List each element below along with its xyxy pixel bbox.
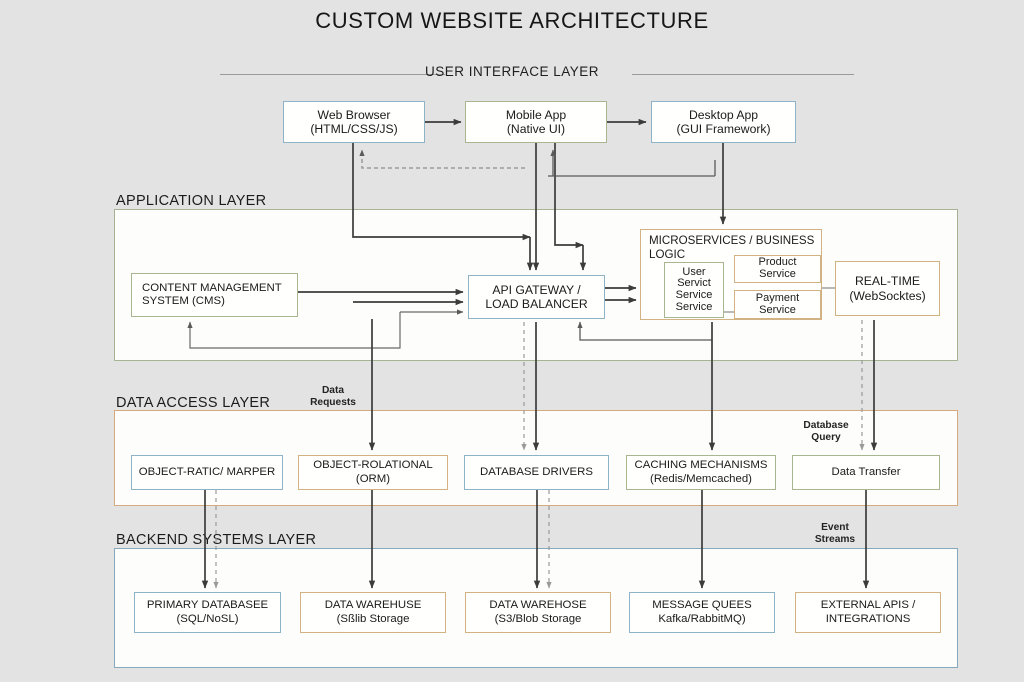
node-data-transfer[interactable]: Data Transfer (792, 455, 940, 490)
node-web-browser-line2: (HTML/CSS/JS) (310, 122, 398, 136)
node-desktop-app-line2: (GUI Framework) (676, 122, 771, 136)
node-realtime[interactable]: REAL-TIME (WebSocktes) (835, 261, 940, 316)
edge-label-event-streams: Event Streams (800, 522, 870, 545)
node-product-service[interactable]: Product Service (734, 255, 821, 283)
edge-label-data-requests: Data Requests (300, 385, 366, 408)
edge-label-data-requests-line2: Requests (310, 396, 356, 408)
node-external-apis-line1: EXTERNAL APIS / (820, 599, 916, 612)
ui-layer-rule-right (632, 74, 854, 75)
node-payment-service-line1: Payment (755, 291, 800, 304)
node-message-queues-line1: MESSAGE QUEES (652, 599, 752, 612)
node-product-service-line2: Service (759, 268, 796, 280)
node-caching-mechanisms-line1: CACHING MECHANISMS (634, 459, 768, 472)
node-user-service[interactable]: User Servict Service Service (664, 262, 724, 318)
node-data-transfer-line1: Data Transfer (831, 465, 901, 478)
node-data-warehouse-2-line2: (S3/Blob Storage (494, 612, 582, 625)
node-realtime-line2: (WebSocktes) (849, 288, 926, 303)
node-external-apis-line2: INTEGRATIONS (825, 612, 911, 625)
node-cms-line2: SYSTEM (CMS) (142, 295, 225, 307)
node-cms-line1: CONTENT MANAGEMENT (142, 281, 282, 294)
ui-layer-label: USER INTERFACE LAYER (424, 64, 600, 79)
node-realtime-line1: REAL-TIME (854, 274, 920, 289)
edge-label-database-query: Database Query (790, 420, 862, 443)
group-microservices-title: MICROSERVICES / BUSINESS LOGIC (649, 234, 821, 262)
node-mobile-app[interactable]: Mobile App (Native UI) (465, 101, 607, 143)
node-api-gateway-line2: LOAD BALANCER (485, 297, 588, 311)
node-data-warehouse-1[interactable]: DATA WAREHUSE (Sßlib Storage (300, 592, 446, 633)
backend-layer-label: BACKEND SYSTEMS LAYER (116, 532, 317, 548)
node-data-warehouse-1-line2: (Sßlib Storage (336, 612, 410, 625)
node-user-service-line2: Servict (677, 277, 711, 290)
node-web-browser-line1: Web Browser (317, 107, 391, 122)
node-user-service-line1: User (682, 265, 706, 278)
node-mobile-app-line1: Mobile App (505, 107, 567, 122)
node-message-queues[interactable]: MESSAGE QUEES Kafka/RabbitMQ) (629, 592, 775, 633)
edge-label-database-query-line1: Database (803, 420, 849, 431)
node-desktop-app[interactable]: Desktop App (GUI Framework) (651, 101, 796, 143)
node-caching-mechanisms[interactable]: CACHING MECHANISMS (Redis/Memcached) (626, 455, 776, 490)
node-payment-service-line2: Service (759, 303, 796, 316)
application-layer-label: APPLICATION LAYER (116, 193, 267, 209)
node-web-browser[interactable]: Web Browser (HTML/CSS/JS) (283, 101, 425, 143)
node-primary-database-line2: (SQL/NoSL) (176, 612, 239, 625)
data-access-layer-label: DATA ACCESS LAYER (116, 395, 271, 411)
node-primary-database[interactable]: PRIMARY DATABASEE (SQL/NoSL) (134, 592, 281, 633)
node-product-service-line1: Product (758, 256, 797, 269)
node-external-apis[interactable]: EXTERNAL APIS / INTEGRATIONS (795, 592, 941, 633)
edges-feedback-to-ui (359, 149, 716, 177)
node-user-service-line4: Service (675, 300, 713, 313)
node-user-service-line3: Service (675, 289, 713, 301)
node-database-drivers[interactable]: DATABASE DRIVERS (464, 455, 609, 490)
node-cms[interactable]: CONTENT MANAGEMENT SYSTEM (CMS) (131, 273, 298, 317)
node-api-gateway[interactable]: API GATEWAY / LOAD BALANCER (468, 275, 605, 319)
node-desktop-app-line1: Desktop App (688, 107, 759, 122)
ui-layer-rule-left (220, 74, 445, 75)
edge-label-database-query-line2: Query (811, 431, 841, 443)
edge-label-event-streams-line1: Event (821, 522, 849, 533)
node-data-warehouse-2-line1: DATA WAREHOSE (489, 599, 587, 612)
edge-label-event-streams-line2: Streams (814, 533, 856, 545)
node-data-warehouse-2[interactable]: DATA WAREHOSE (S3/Blob Storage (465, 592, 611, 633)
node-orm-line2: (ORM) (355, 472, 391, 485)
node-api-gateway-line1: API GATEWAY / (492, 282, 581, 297)
node-orm-line1: OBJECT-ROLATIONAL (313, 459, 433, 472)
node-payment-service[interactable]: Payment Service (734, 290, 821, 319)
page-title: CUSTOM WEBSITE ARCHITECTURE (315, 8, 709, 33)
node-object-ratic-marper[interactable]: OBJECT-RATIC/ MARPER (131, 455, 283, 490)
node-mobile-app-line2: (Native UI) (506, 122, 566, 136)
node-primary-database-line1: PRIMARY DATABASEE (146, 599, 269, 612)
node-caching-mechanisms-line2: (Redis/Memcached) (650, 472, 752, 485)
node-data-warehouse-1-line1: DATA WAREHUSE (324, 599, 422, 612)
node-message-queues-line2: Kafka/RabbitMQ) (658, 612, 746, 625)
group-microservices-title-line1: MICROSERVICES / BUSINESS (649, 234, 815, 247)
group-microservices-title-line2: LOGIC (649, 247, 686, 261)
node-database-drivers-line1: DATABASE DRIVERS (480, 465, 593, 478)
node-orm[interactable]: OBJECT-ROLATIONAL (ORM) (298, 455, 448, 490)
node-object-ratic-marper-line1: OBJECT-RATIC/ MARPER (138, 465, 276, 478)
edge-label-data-requests-line1: Data (321, 385, 345, 396)
